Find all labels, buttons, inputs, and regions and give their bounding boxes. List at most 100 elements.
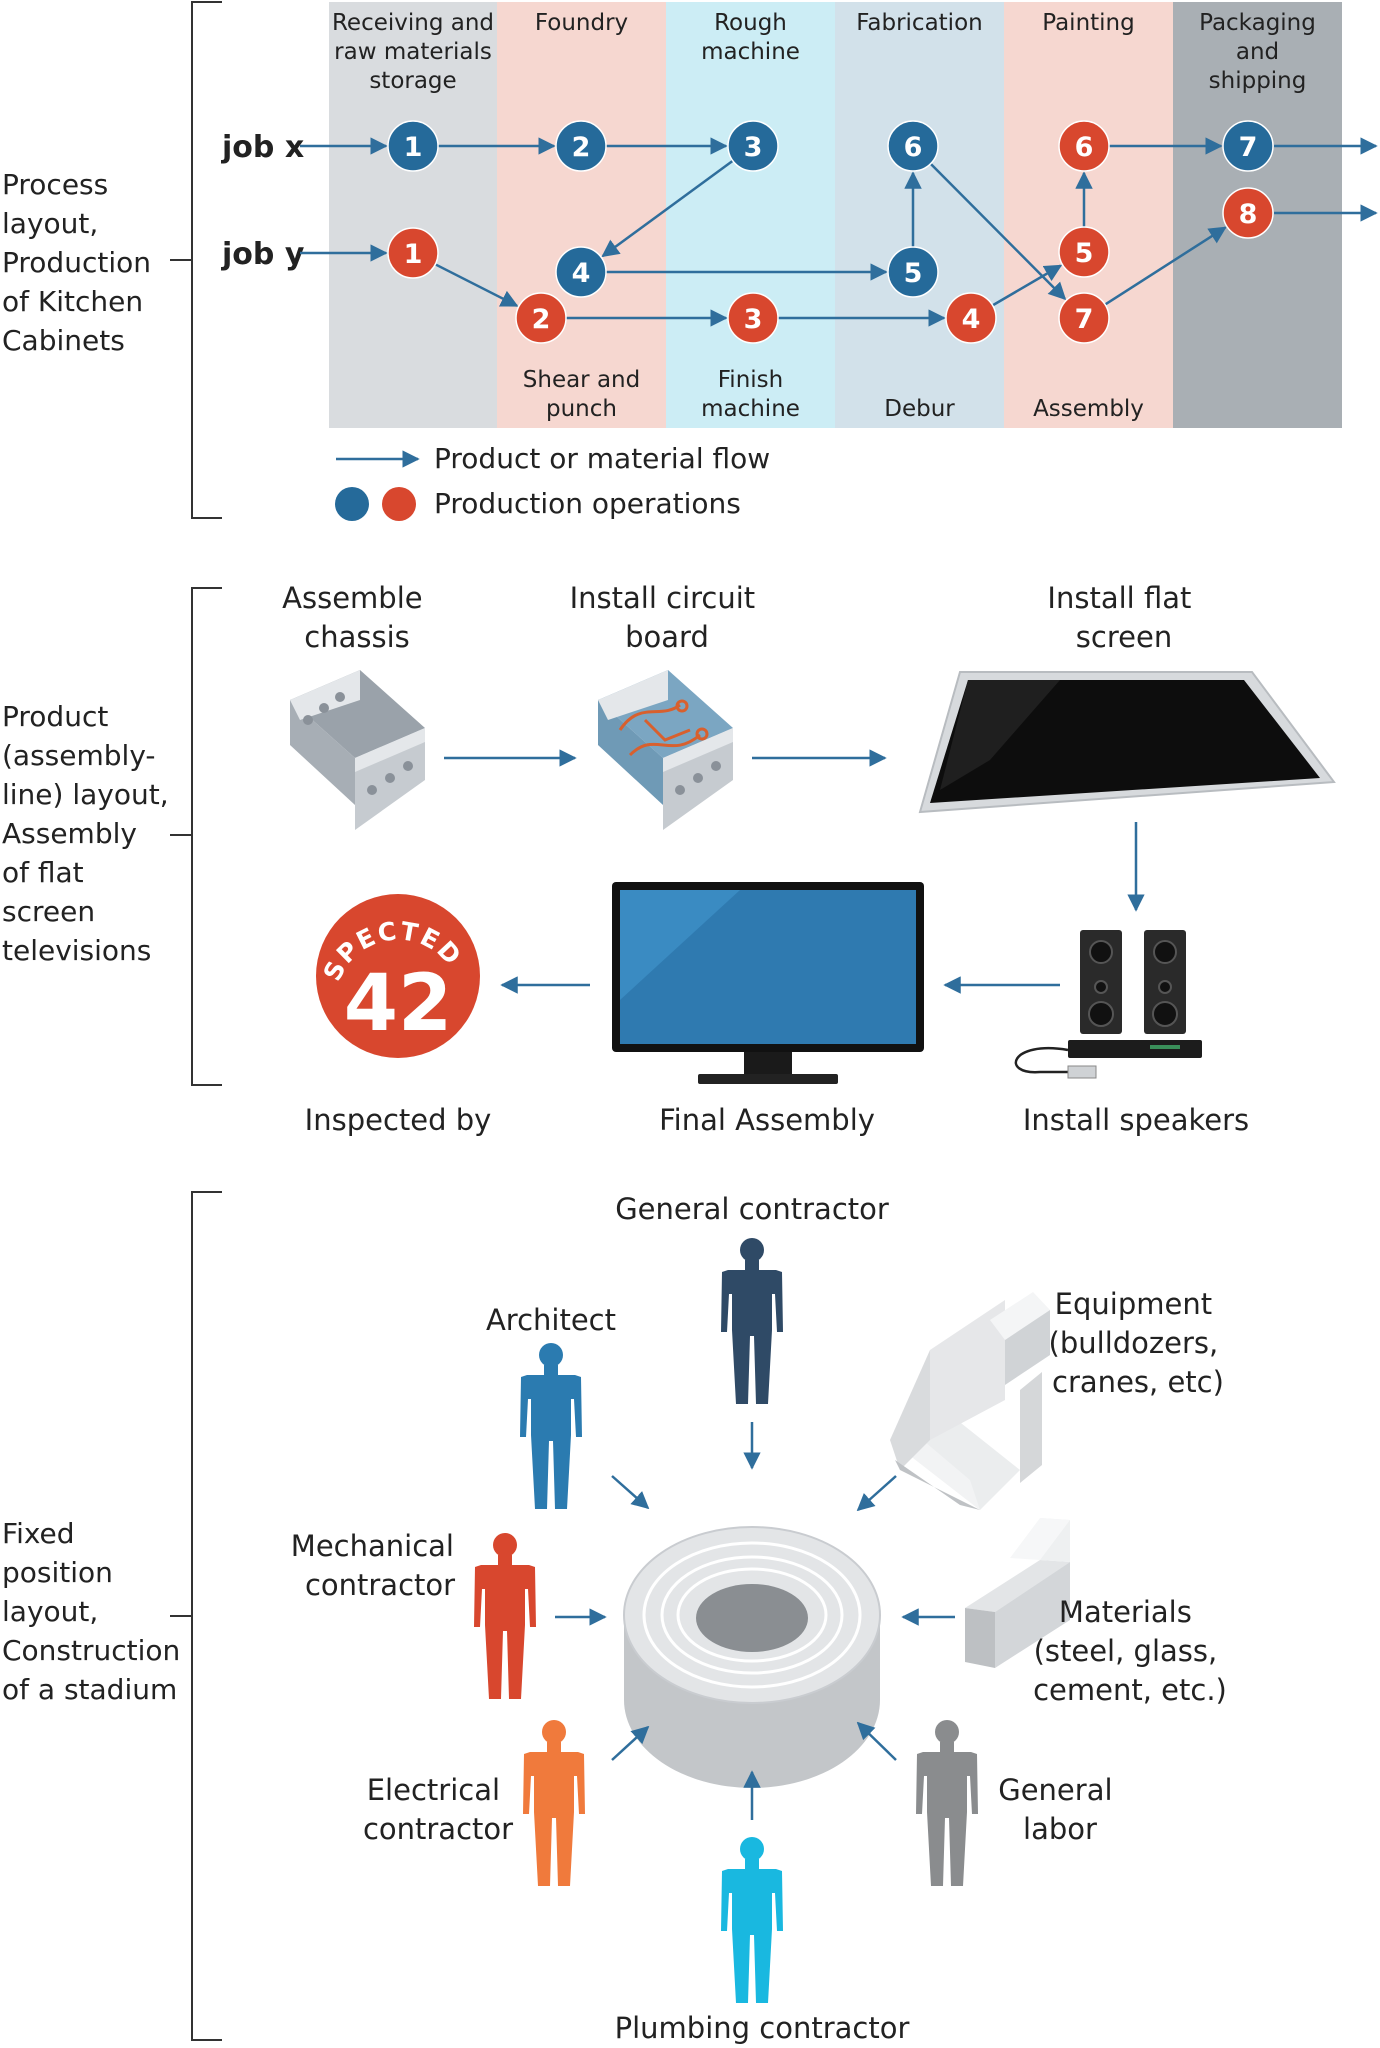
job-y-op-8-number: 8 bbox=[1239, 199, 1258, 230]
job-x-op-7-circle bbox=[1222, 120, 1274, 172]
department-top-label: and bbox=[1236, 39, 1279, 65]
arrow-equipment-to-stadium bbox=[856, 1475, 897, 1512]
equipment-label: Equipment (bulldozers, cranes, etc) bbox=[1049, 1287, 1228, 1399]
process-side-label: Process layout, Production of Kitchen Ca… bbox=[2, 168, 160, 357]
legend-blue-op bbox=[335, 487, 369, 521]
department-top-label: Painting bbox=[1042, 10, 1134, 36]
job-y-op-4-number: 4 bbox=[962, 304, 981, 335]
job-y-op-5-number: 5 bbox=[1075, 238, 1094, 269]
materials-label: Materials (steel, glass, cement, etc.) bbox=[1033, 1595, 1227, 1707]
department-top-label: Rough bbox=[714, 10, 787, 36]
step-final-assembly-label: Final Assembly bbox=[659, 1103, 875, 1137]
department-top-label: storage bbox=[369, 68, 456, 94]
job-y-op-8-circle bbox=[1222, 187, 1274, 239]
electrical-contractor-person-icon bbox=[523, 1720, 585, 1886]
stadium-illustration bbox=[623, 1526, 881, 1788]
job-x-op-7-number: 7 bbox=[1239, 132, 1258, 163]
job-x-op-1-number: 1 bbox=[404, 132, 423, 163]
process-bracket bbox=[170, 1, 222, 519]
materials-illustration bbox=[965, 1518, 1070, 1668]
job-y-op-6-number: 6 bbox=[1075, 132, 1094, 163]
job-x-flow-3-4 bbox=[601, 159, 734, 258]
job-x-op-6-circle bbox=[887, 120, 939, 172]
department-column-4 bbox=[835, 2, 1004, 428]
job-x-op-1-circle bbox=[387, 120, 439, 172]
final-assembly-monitor-illustration bbox=[612, 882, 924, 1084]
process-layout-section: Process layout, Production of Kitchen Ca… bbox=[2, 1, 1378, 521]
job-x-op-4-number: 4 bbox=[572, 258, 591, 289]
job-x-op-4-circle bbox=[555, 246, 607, 298]
job-x-op-5-circle bbox=[887, 246, 939, 298]
job-x-op-5-number: 5 bbox=[904, 258, 923, 289]
step-assemble-chassis-label: Assemble chassis bbox=[282, 581, 432, 654]
process-legend: Product or material flow Production oper… bbox=[335, 442, 770, 521]
job-y-op-2-circle bbox=[515, 292, 567, 344]
job-x-op-6-number: 6 bbox=[904, 132, 923, 163]
department-column-2 bbox=[497, 2, 666, 428]
department-column-5 bbox=[1004, 2, 1173, 428]
job-y-op-5-circle bbox=[1058, 226, 1110, 278]
department-bottom-label: Shear and bbox=[523, 367, 640, 393]
legend-ops-text: Production operations bbox=[434, 487, 741, 520]
general-labor-label: General labor bbox=[998, 1773, 1122, 1846]
department-bottom-label: Assembly bbox=[1033, 396, 1144, 422]
job-y-op-1-circle bbox=[387, 227, 439, 279]
department-bottom-label: Debur bbox=[884, 396, 955, 422]
department-top-label: Fabrication bbox=[856, 10, 982, 36]
general-contractor-person-icon bbox=[721, 1238, 783, 1404]
process-flows bbox=[300, 137, 1378, 327]
step-inspected-label: Inspected by bbox=[305, 1103, 492, 1137]
fixed-side-label: Fixed position layout, Construction of a… bbox=[2, 1517, 189, 1706]
department-top-label: shipping bbox=[1209, 68, 1307, 94]
legend-flow-text: Product or material flow bbox=[434, 442, 770, 475]
department-columns bbox=[329, 2, 1342, 428]
job-y-flow-7-8 bbox=[1104, 226, 1227, 306]
circuit-board-illustration bbox=[598, 670, 733, 830]
department-bottom-label: Finish bbox=[718, 367, 783, 393]
general-contractor-label: General contractor bbox=[615, 1192, 889, 1226]
fixed-bracket bbox=[170, 1191, 222, 2041]
step-install-speakers-label: Install speakers bbox=[1023, 1103, 1249, 1137]
job-y-op-1-number: 1 bbox=[404, 239, 423, 270]
step-install-circuit-label: Install circuit board bbox=[570, 581, 765, 654]
architect-label: Architect bbox=[486, 1303, 616, 1337]
department-bottom-label: punch bbox=[546, 396, 617, 422]
job-y-flow-1-2 bbox=[434, 263, 519, 307]
arrow-labor-to-stadium bbox=[856, 1721, 897, 1761]
plumbing-contractor-person-icon bbox=[721, 1837, 783, 2003]
job-y-op-3-number: 3 bbox=[744, 304, 763, 335]
legend-red-op bbox=[382, 487, 416, 521]
job-y-op-3-circle bbox=[727, 292, 779, 344]
architect-person-icon bbox=[520, 1343, 582, 1509]
fixed-layout-section: Fixed position layout, Construction of a… bbox=[2, 1191, 1228, 2045]
job-y-label: job y bbox=[221, 237, 305, 272]
department-top-label: Packaging bbox=[1199, 10, 1316, 36]
job-y-op-2-number: 2 bbox=[532, 304, 551, 335]
speakers-illustration bbox=[1014, 930, 1202, 1079]
job-x-op-3-number: 3 bbox=[744, 132, 763, 163]
chassis-illustration bbox=[290, 670, 425, 830]
department-top-label: Foundry bbox=[535, 10, 628, 36]
flat-screen-illustration bbox=[918, 671, 1336, 814]
job-y-flow-4-5 bbox=[991, 264, 1063, 307]
mechanical-contractor-label: Mechanical contractor bbox=[291, 1529, 463, 1602]
product-side-label: Product (assembly- line) layout, Assembl… bbox=[2, 700, 178, 967]
badge-number: 42 bbox=[344, 959, 453, 1049]
department-column-1 bbox=[329, 2, 497, 428]
department-top-label: Receiving and bbox=[332, 10, 494, 36]
equipment-illustration bbox=[890, 1292, 1050, 1510]
job-y-op-4-circle bbox=[945, 292, 997, 344]
job-y-op-7-number: 7 bbox=[1075, 304, 1094, 335]
electrical-contractor-label: Electrical contractor bbox=[363, 1773, 513, 1846]
plumbing-contractor-label: Plumbing contractor bbox=[615, 2011, 910, 2045]
job-x-op-2-circle bbox=[555, 120, 607, 172]
job-y-op-7-circle bbox=[1058, 292, 1110, 344]
department-bottom-label: machine bbox=[701, 396, 800, 422]
job-y-op-6-circle bbox=[1058, 120, 1110, 172]
job-x-op-3-circle bbox=[727, 120, 779, 172]
job-x-label: job x bbox=[221, 130, 304, 165]
arrow-architect-to-stadium bbox=[611, 1475, 650, 1510]
department-top-label: raw materials bbox=[334, 39, 492, 65]
